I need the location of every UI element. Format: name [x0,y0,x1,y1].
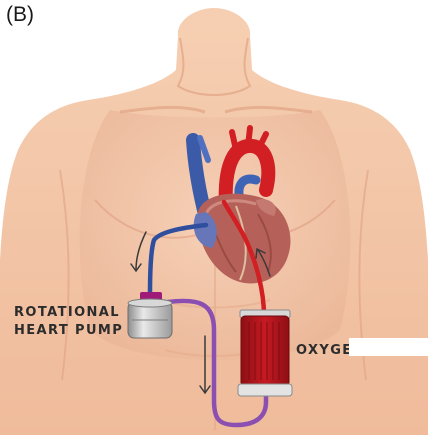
pump-label-line-1: ROTATIONAL [14,304,123,322]
oxygenator-bag-icon [238,310,292,396]
label-occlusion [349,338,428,356]
rotational-heart-pump-label: ROTATIONAL HEART PUMP [14,304,123,339]
panel-label: (B) [6,3,34,27]
oxygenator-label: OXYGE [296,342,353,360]
pump-label-line-2: HEART PUMP [14,322,123,340]
